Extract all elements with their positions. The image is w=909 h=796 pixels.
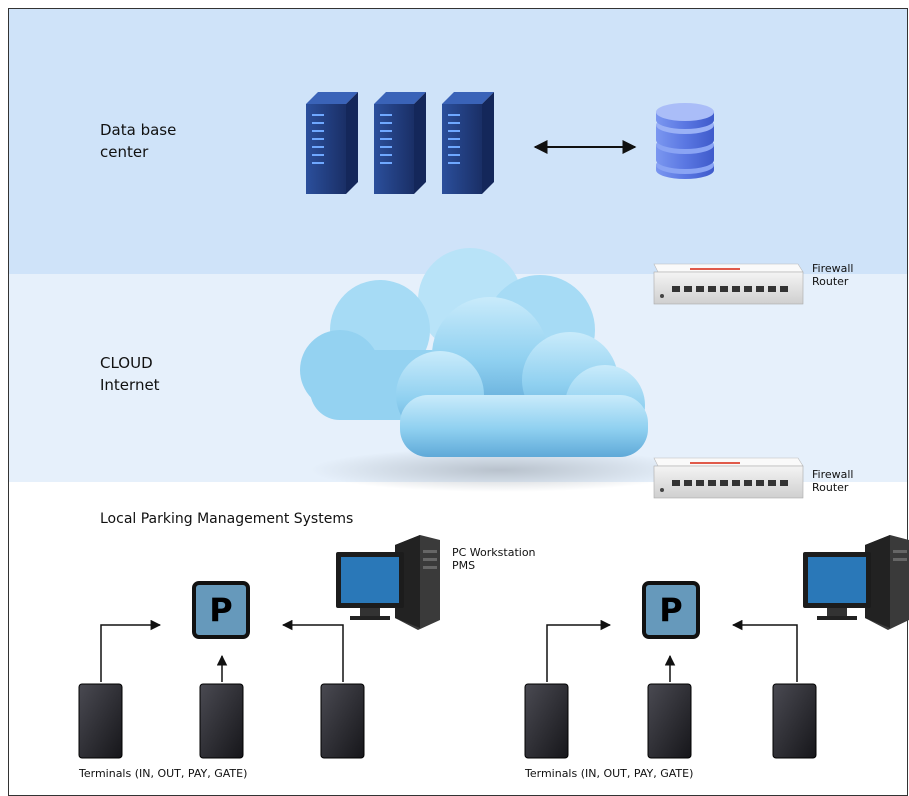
terminal-device-icon bbox=[647, 683, 692, 759]
terminals-caption: Terminals (IN, OUT, PAY, GATE) bbox=[79, 767, 248, 780]
parking-system-box bbox=[192, 581, 250, 639]
parking-system-box bbox=[642, 581, 700, 639]
terminal-flow-arrow bbox=[731, 619, 798, 682]
terminal-device-icon bbox=[772, 683, 817, 759]
firewall-router-label: Firewall Router bbox=[812, 262, 853, 288]
firewall-label: Firewall bbox=[812, 468, 854, 481]
database-zone-label-line2: center bbox=[100, 143, 149, 161]
cloud-zone-label-line2: Internet bbox=[100, 376, 160, 394]
firewall-router-label: Firewall Router bbox=[812, 468, 853, 494]
local-systems-title: Local Parking Management Systems bbox=[100, 511, 354, 527]
workstation-label: PC Workstation PMS bbox=[452, 546, 536, 572]
database-icon bbox=[656, 103, 714, 179]
router-label: Router bbox=[812, 275, 849, 288]
firewall-router-icon bbox=[653, 457, 804, 499]
workstation-label-line2: PMS bbox=[452, 559, 476, 572]
terminal-flow-arrow bbox=[546, 619, 612, 682]
firewall-router-icon bbox=[653, 263, 804, 305]
terminal-flow-arrow bbox=[281, 619, 344, 682]
pc-workstation-icon bbox=[336, 535, 440, 630]
pc-workstation-icon bbox=[803, 535, 909, 630]
terminals-caption: Terminals (IN, OUT, PAY, GATE) bbox=[525, 767, 694, 780]
router-label: Router bbox=[812, 481, 849, 494]
cloud-zone-label: CLOUD Internet bbox=[100, 352, 160, 396]
parking-symbol: P bbox=[209, 591, 233, 629]
database-zone-label: Data base center bbox=[100, 119, 176, 163]
terminal-flow-arrow bbox=[100, 619, 162, 682]
server-rack-icon bbox=[306, 92, 494, 194]
workstation-label-line1: PC Workstation bbox=[452, 546, 536, 559]
database-zone-label-line1: Data base bbox=[100, 121, 177, 139]
cloud-icon bbox=[300, 248, 690, 492]
firewall-label: Firewall bbox=[812, 262, 854, 275]
terminal-device-icon bbox=[320, 683, 365, 759]
terminal-device-icon bbox=[524, 683, 569, 759]
cloud-zone-label-line1: CLOUD bbox=[100, 354, 153, 372]
terminal-device-icon bbox=[78, 683, 123, 759]
terminal-device-icon bbox=[199, 683, 244, 759]
parking-symbol: P bbox=[659, 591, 683, 629]
